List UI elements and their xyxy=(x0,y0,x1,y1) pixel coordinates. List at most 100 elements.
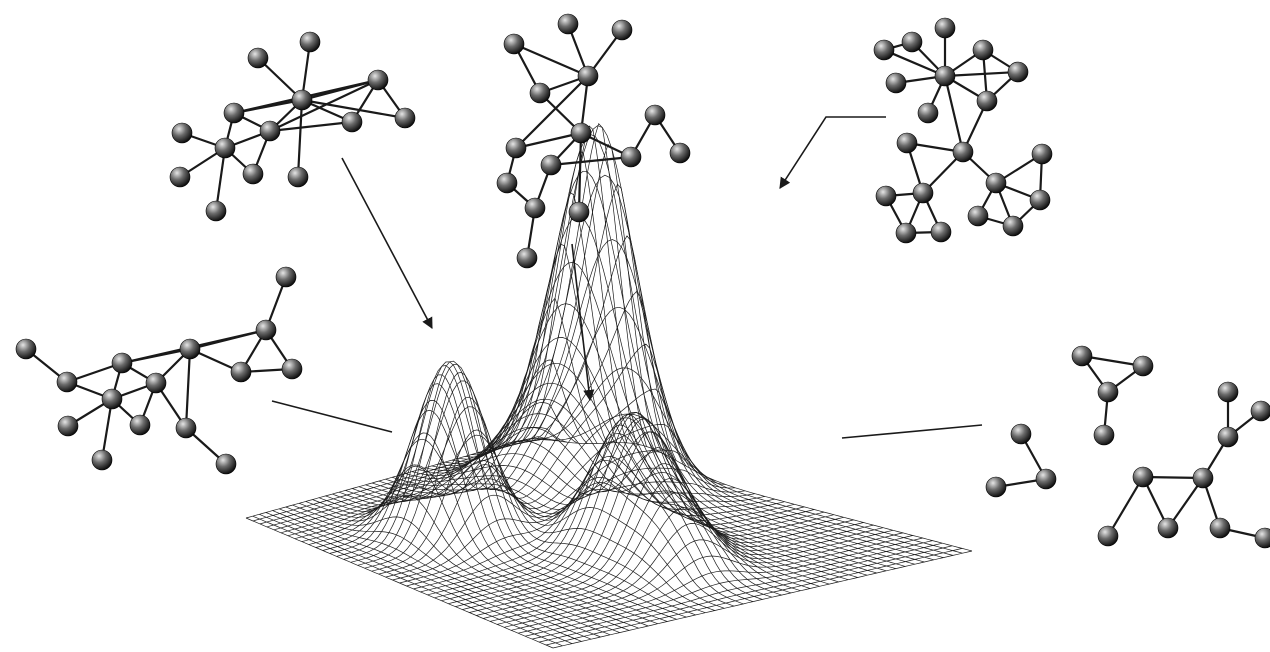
mesh-line-v xyxy=(322,123,647,551)
network-node xyxy=(669,142,691,164)
mesh-line-v xyxy=(364,388,706,569)
network-edge xyxy=(1080,354,1145,368)
mesh-line-u xyxy=(279,508,601,638)
network-edge xyxy=(268,78,380,133)
mesh-line-v xyxy=(462,447,844,610)
mesh-line-v xyxy=(545,548,963,646)
mesh-line-v xyxy=(392,481,746,581)
mesh-line-u xyxy=(285,506,611,636)
mesh-line-v xyxy=(406,477,765,587)
network-right xyxy=(985,345,1270,549)
mesh-line-v xyxy=(301,192,618,542)
mesh-line-v xyxy=(427,424,795,596)
network-node xyxy=(524,197,546,219)
network-node xyxy=(1192,467,1214,489)
network-edge xyxy=(943,74,965,154)
network-edge xyxy=(512,42,590,78)
mesh-line-v xyxy=(420,441,785,593)
mesh-line-u xyxy=(518,306,944,558)
network-node xyxy=(873,39,895,61)
network-node xyxy=(540,154,562,176)
network-node xyxy=(557,13,579,35)
network-edge xyxy=(1106,475,1145,538)
mesh-line-v xyxy=(350,291,687,563)
mesh-line-v xyxy=(441,412,815,602)
network-node xyxy=(516,247,538,269)
network-edge xyxy=(214,146,227,213)
mesh-line-v xyxy=(385,467,736,578)
network-node xyxy=(1209,517,1231,539)
network-node xyxy=(577,65,599,87)
mesh-line-v xyxy=(518,537,923,634)
network-node xyxy=(934,65,956,87)
network-node xyxy=(529,82,551,104)
network-node xyxy=(895,222,917,244)
mesh-line-v xyxy=(483,492,874,619)
mesh-line-v xyxy=(448,418,825,605)
network-node xyxy=(611,19,633,41)
mesh-line-v xyxy=(476,477,864,616)
mesh-line-v xyxy=(532,542,943,640)
network-node xyxy=(952,141,974,163)
mesh-line-u xyxy=(398,411,773,598)
network-node xyxy=(341,111,363,133)
network-node xyxy=(967,205,989,227)
network-node xyxy=(917,102,939,124)
mesh-line-v xyxy=(245,436,539,519)
pointer-top-left xyxy=(341,157,433,329)
network-node xyxy=(175,417,197,439)
pointer-top-right xyxy=(779,116,886,189)
network-node xyxy=(885,72,907,94)
network-node xyxy=(930,221,952,243)
network-node xyxy=(1157,517,1179,539)
network-top-right xyxy=(873,17,1053,244)
network-node xyxy=(503,33,525,55)
network-node xyxy=(1132,466,1154,488)
network-node xyxy=(1097,381,1119,403)
network-node xyxy=(505,137,527,159)
network-node xyxy=(972,39,994,61)
mesh-line-v xyxy=(538,545,953,643)
network-node xyxy=(214,137,236,159)
network-edge xyxy=(300,98,407,120)
mesh-line-v xyxy=(357,343,697,566)
network-node xyxy=(259,120,281,142)
network-node xyxy=(179,338,201,360)
network-node xyxy=(255,319,277,341)
network-node xyxy=(129,414,151,436)
mesh-line-v xyxy=(504,532,904,628)
mesh-line-v xyxy=(371,424,716,572)
network-node xyxy=(1132,355,1154,377)
network-node xyxy=(205,200,227,222)
network-node xyxy=(1071,345,1093,367)
network-node xyxy=(101,388,123,410)
network-node xyxy=(275,266,297,288)
network-node xyxy=(111,352,133,374)
network-edge xyxy=(296,98,304,179)
network-left xyxy=(15,266,303,475)
network-node xyxy=(169,166,191,188)
network-clusters xyxy=(15,13,1270,549)
network-node xyxy=(281,358,303,380)
network-top-center xyxy=(496,13,691,269)
mesh-line-v xyxy=(329,143,657,554)
mesh-line-v xyxy=(280,359,588,534)
network-node xyxy=(1029,189,1051,211)
network-node xyxy=(620,146,642,168)
mesh-line-v xyxy=(525,540,933,637)
mesh-line-v xyxy=(287,297,598,537)
pointer-left xyxy=(271,400,393,433)
network-edge xyxy=(514,131,583,150)
network-node xyxy=(247,47,269,69)
mesh-line-v xyxy=(469,463,854,613)
network-edge xyxy=(100,397,114,462)
pointer-right xyxy=(841,424,983,439)
network-node xyxy=(242,163,264,185)
mesh-line-v xyxy=(315,125,637,548)
mesh-line-v xyxy=(266,426,568,528)
network-node xyxy=(394,107,416,129)
network-node xyxy=(896,132,918,154)
network-node xyxy=(299,31,321,53)
network-node xyxy=(985,172,1007,194)
